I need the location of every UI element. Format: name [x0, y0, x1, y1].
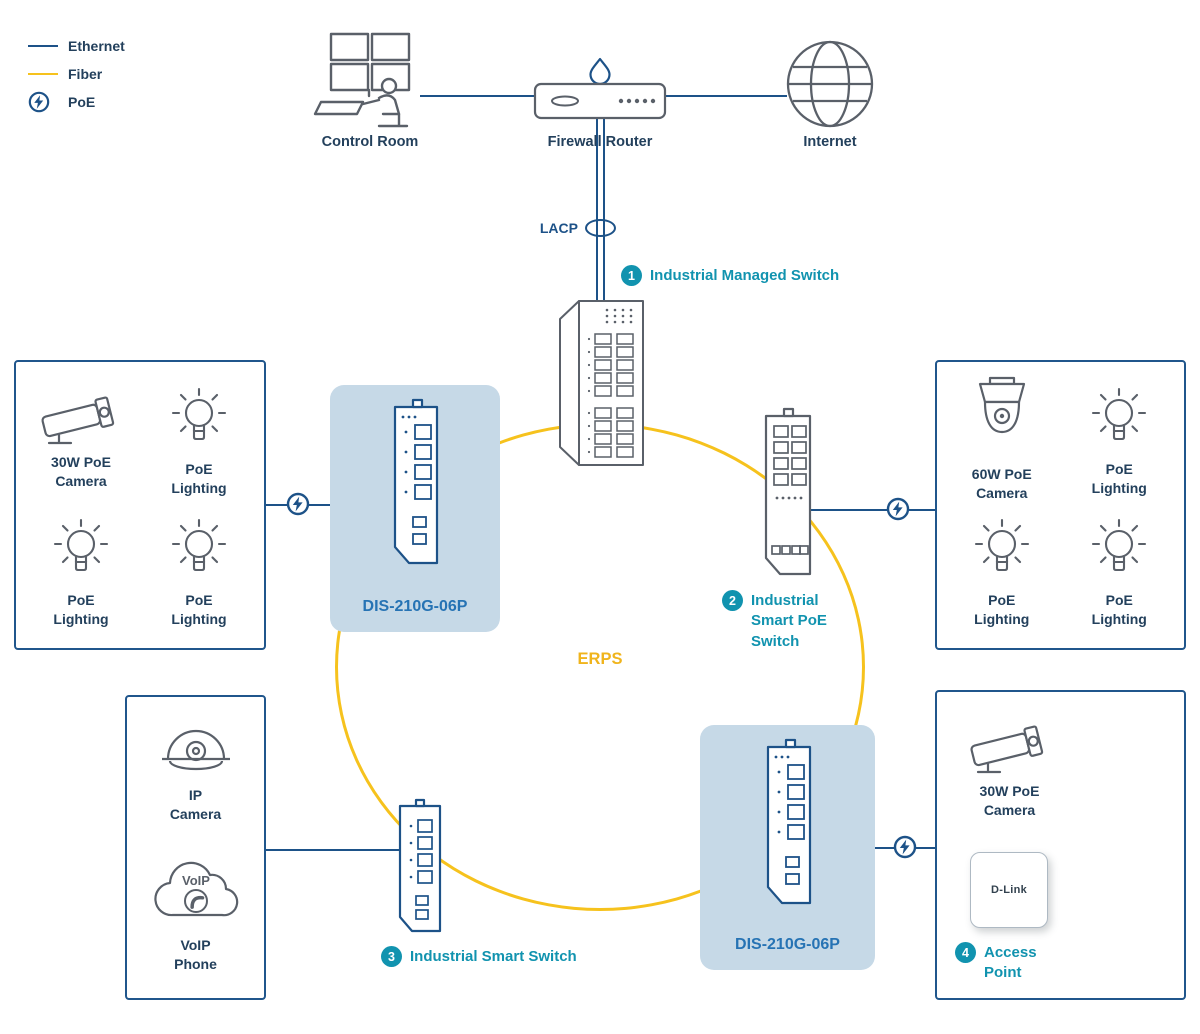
- annotation-label-4: Access Point: [984, 944, 1037, 982]
- industrial-managed-switch-icon: [559, 300, 644, 466]
- din-rail-switch-icon: [393, 398, 439, 565]
- device-poe-lighting: PoE Lighting: [943, 505, 1061, 636]
- internet-label: Internet: [803, 134, 857, 150]
- light-bulb-icon: [53, 519, 109, 572]
- device-ip-camera: IP Camera: [154, 721, 238, 824]
- annotation-label-3: Industrial Smart Switch: [410, 948, 577, 965]
- dome-camera-icon: [161, 729, 230, 770]
- annotation-label-2: Industrial Smart PoE Switch: [751, 592, 827, 650]
- voip-cloud-icon: VoIP: [153, 862, 238, 917]
- bottom-left-device-group: IP Camera VoIP VoIP Phone: [125, 695, 266, 1000]
- bottom-right-device-group: 30W PoE Camera D-Link 4 Access Point: [935, 690, 1186, 1000]
- annotation-industrial-smart-switch: 3 Industrial Smart Switch: [381, 946, 577, 967]
- device-30w-poe-camera: 30W PoE Camera: [22, 374, 140, 505]
- right-device-group: 60W PoE Camera PoE Lighting: [935, 360, 1186, 650]
- dis-210g-06p-right: DIS-210G-06P: [700, 725, 875, 970]
- ethernet-link-firewall-internet: [665, 95, 787, 97]
- device-poe-lighting: PoE Lighting: [1061, 374, 1179, 505]
- device-60w-poe-camera: 60W PoE Camera: [943, 374, 1061, 505]
- legend-item-ethernet: Ethernet: [28, 32, 125, 60]
- device-label: 30W PoE Camera: [979, 783, 1040, 818]
- legend: Ethernet Fiber PoE: [28, 32, 125, 116]
- legend-item-poe: PoE: [28, 88, 125, 116]
- left-device-group: 30W PoE Camera PoE Lighting: [14, 360, 266, 650]
- dis-210g-06p-left: DIS-210G-06P: [330, 385, 500, 632]
- device-poe-lighting: PoE Lighting: [140, 505, 258, 636]
- device-label: IP Camera: [169, 786, 222, 822]
- lacp-link-line-2: [603, 119, 605, 302]
- device-label: PoE Lighting: [171, 461, 227, 496]
- device-poe-lighting: PoE Lighting: [140, 374, 258, 505]
- device-label: 30W PoE Camera: [51, 454, 111, 489]
- light-bulb-icon: [171, 388, 227, 441]
- poe-icon: [28, 91, 50, 113]
- model-label: DIS-210G-06P: [362, 598, 468, 615]
- ptz-dome-camera-icon: [978, 377, 1025, 434]
- poe-link-right-group: [800, 509, 935, 511]
- model-label: DIS-210G-06P: [735, 936, 840, 953]
- device-30w-poe-camera: 30W PoE Camera: [937, 717, 1082, 820]
- legend-label-ethernet: Ethernet: [68, 38, 125, 54]
- light-bulb-icon: [974, 519, 1029, 572]
- device-label: PoE Lighting: [1091, 592, 1147, 627]
- legend-label-poe: PoE: [68, 94, 96, 110]
- din-rail-switch-icon: [766, 738, 811, 905]
- number-badge-1: 1: [621, 265, 642, 286]
- annotation-industrial-smart-poe-switch: 2 Industrial Smart PoE Switch: [722, 590, 827, 652]
- device-label: PoE Lighting: [53, 592, 109, 627]
- control-room-icon: [313, 32, 411, 128]
- bullet-camera-icon: [41, 396, 115, 445]
- erps-label: ERPS: [577, 650, 623, 668]
- bullet-camera-icon: [969, 725, 1043, 774]
- device-poe-lighting: PoE Lighting: [22, 505, 140, 636]
- ethernet-link-bottomleft-group: [266, 849, 416, 851]
- ethernet-line-swatch: [28, 45, 58, 47]
- device-label: PoE Lighting: [171, 592, 227, 627]
- poe-icon: [286, 492, 310, 516]
- light-bulb-icon: [1092, 388, 1147, 441]
- voip-text: VoIP: [182, 873, 210, 888]
- internet-globe-icon: [786, 40, 874, 128]
- firewall-router-label: Firewall Router: [547, 134, 653, 150]
- light-bulb-icon: [1092, 519, 1147, 572]
- lacp-label: LACP: [539, 220, 578, 236]
- device-poe-lighting: PoE Lighting: [1061, 505, 1179, 636]
- access-point-device: D-Link: [970, 852, 1048, 928]
- annotation-industrial-managed-switch: 1 Industrial Managed Switch: [621, 265, 839, 286]
- legend-label-fiber: Fiber: [68, 66, 103, 82]
- poe-icon: [886, 497, 910, 521]
- phone-handset-icon: [189, 896, 204, 910]
- annotation-access-point: 4 Access Point: [955, 942, 1037, 984]
- control-room-label: Control Room: [321, 134, 419, 150]
- poe-icon: [893, 835, 917, 859]
- number-badge-3: 3: [381, 946, 402, 967]
- lacp-aggregation-ellipse: [585, 219, 616, 237]
- device-label: PoE Lighting: [974, 592, 1030, 627]
- number-badge-2: 2: [722, 590, 743, 611]
- firewall-router-icon: [533, 57, 667, 120]
- device-voip-phone: VoIP VoIP Phone: [146, 847, 246, 974]
- legend-item-fiber: Fiber: [28, 60, 125, 88]
- industrial-smart-switch-icon: [398, 798, 442, 933]
- fiber-line-swatch: [28, 73, 58, 75]
- lacp-link-line-1: [596, 119, 598, 302]
- device-label: PoE Lighting: [1091, 461, 1147, 496]
- flame-icon: [589, 57, 611, 86]
- light-bulb-icon: [171, 519, 227, 572]
- number-badge-4: 4: [955, 942, 976, 963]
- industrial-smart-poe-switch-icon: [764, 407, 812, 576]
- ethernet-link-controlroom-firewall: [420, 95, 535, 97]
- device-label: VoIP Phone: [174, 937, 217, 973]
- annotation-label-1: Industrial Managed Switch: [650, 267, 840, 284]
- dlink-logo-text: D-Link: [990, 884, 1028, 896]
- device-label: 60W PoE Camera: [971, 466, 1032, 501]
